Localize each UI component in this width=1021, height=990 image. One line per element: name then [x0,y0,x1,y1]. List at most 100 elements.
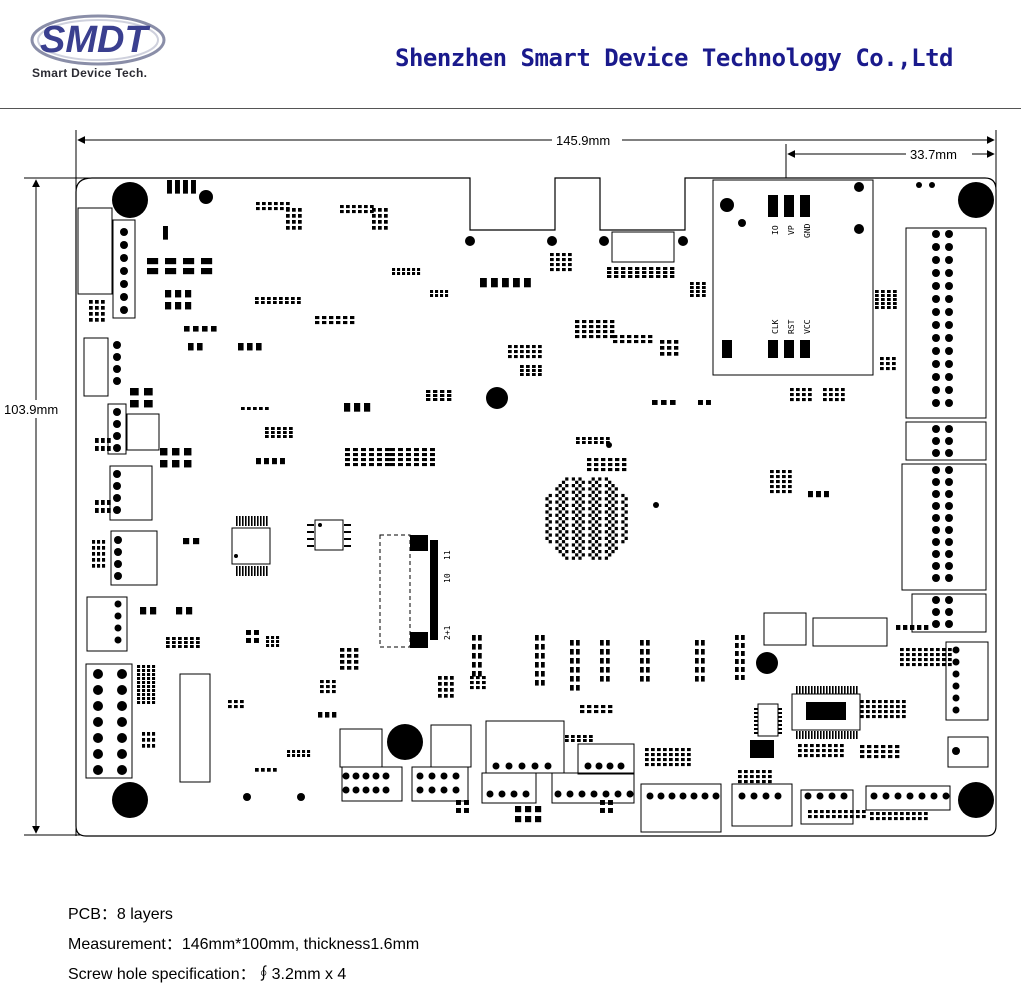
bga-pad [571,490,575,494]
passive-pad [178,645,182,648]
bga-pad [624,523,628,527]
passive-pad [829,393,833,397]
passive-pad [276,640,280,643]
passive-pad [353,458,358,462]
passive-pad [147,268,159,275]
passive-pad [422,448,427,452]
passive-pad [823,388,827,392]
passive-pad [390,458,395,462]
connector-pin [352,786,360,794]
ic-pin [841,686,843,694]
passive-pad [102,564,106,568]
header-pin [945,449,953,457]
passive-pad [660,340,665,344]
passive-pad [906,663,910,667]
passive-pad [440,394,445,397]
passive-pad [147,669,151,672]
passive-pad [433,390,438,393]
bga-pad [588,533,592,537]
passive-pad [900,812,904,816]
connector-pin [113,444,121,452]
passive-pad [594,437,598,440]
passive-pad [354,654,359,658]
bga-pad [571,517,575,521]
passive-pad [286,226,290,230]
passive-pad [347,666,352,670]
bga-pad [565,550,569,554]
logo-emblem-icon: SMDT [30,14,166,66]
passive-pad [667,346,672,350]
passive-pad [702,290,706,293]
passive-pad [607,275,612,278]
passive-pad [622,468,627,472]
passive-pad [402,268,406,271]
passive-pad [538,369,542,372]
passive-pad [690,290,694,293]
passive-pad [515,816,522,823]
bga-pad [608,520,612,524]
passive-pad [456,808,461,813]
passive-pad [841,398,845,402]
passive-pad [882,817,886,821]
passive-pad [608,808,613,813]
overall-width-label: 145.9mm [556,133,610,148]
passive-pad [606,437,610,440]
passive-pad [701,658,705,664]
passive-pad [886,367,890,371]
passive-pad [669,758,673,762]
passive-pad [364,403,371,412]
passive-pad [936,648,940,652]
connector-pin [362,772,370,780]
passive-pad [582,330,587,334]
passive-component-pads [89,180,952,823]
passive-pad [172,641,176,644]
bga-pad [581,526,585,531]
bga-pad [598,490,602,494]
passive-pad [508,355,512,359]
passive-pad [377,458,382,462]
bga-pad [614,500,618,504]
passive-pad [856,810,860,814]
bga-pad [571,523,575,527]
connector-pin [120,228,128,236]
passive-pad [622,458,627,462]
passive-pad [183,538,190,545]
ic-pin [778,728,782,730]
ic-pin [835,731,837,739]
bga-pad [608,546,612,550]
passive-pad [147,258,159,265]
passive-pad [892,357,896,361]
passive-pad [594,710,599,714]
passive-pad [640,658,644,664]
passive-pad [137,701,141,704]
connector-pin [679,792,687,800]
connector-pin [712,792,720,800]
passive-pad [332,690,336,694]
connector-pin [113,341,121,349]
bga-pad [565,530,569,534]
passive-pad [902,705,906,709]
screw-hole-top-right [958,182,994,218]
passive-pad [287,750,291,753]
passive-pad [166,641,170,644]
bottom-connectors [339,231,951,833]
passive-pad [147,689,151,692]
passive-pad [97,546,101,550]
passive-pad [770,490,774,494]
bga-pad [581,546,585,550]
passive-pad [635,271,640,274]
passive-pad [95,318,99,322]
passive-pad [608,800,613,805]
ic-pin [242,516,244,526]
connector-pin [522,790,530,798]
passive-pad [447,398,452,401]
bga-pad [624,517,628,521]
passive-pad [152,673,156,676]
passive-pad [183,268,195,275]
passive-pad [478,671,482,677]
passive-pad [896,710,900,714]
passive-pad [438,688,442,692]
connector-pin [750,792,758,800]
module-width-label: 33.7mm [910,147,957,162]
passive-pad [556,253,560,257]
